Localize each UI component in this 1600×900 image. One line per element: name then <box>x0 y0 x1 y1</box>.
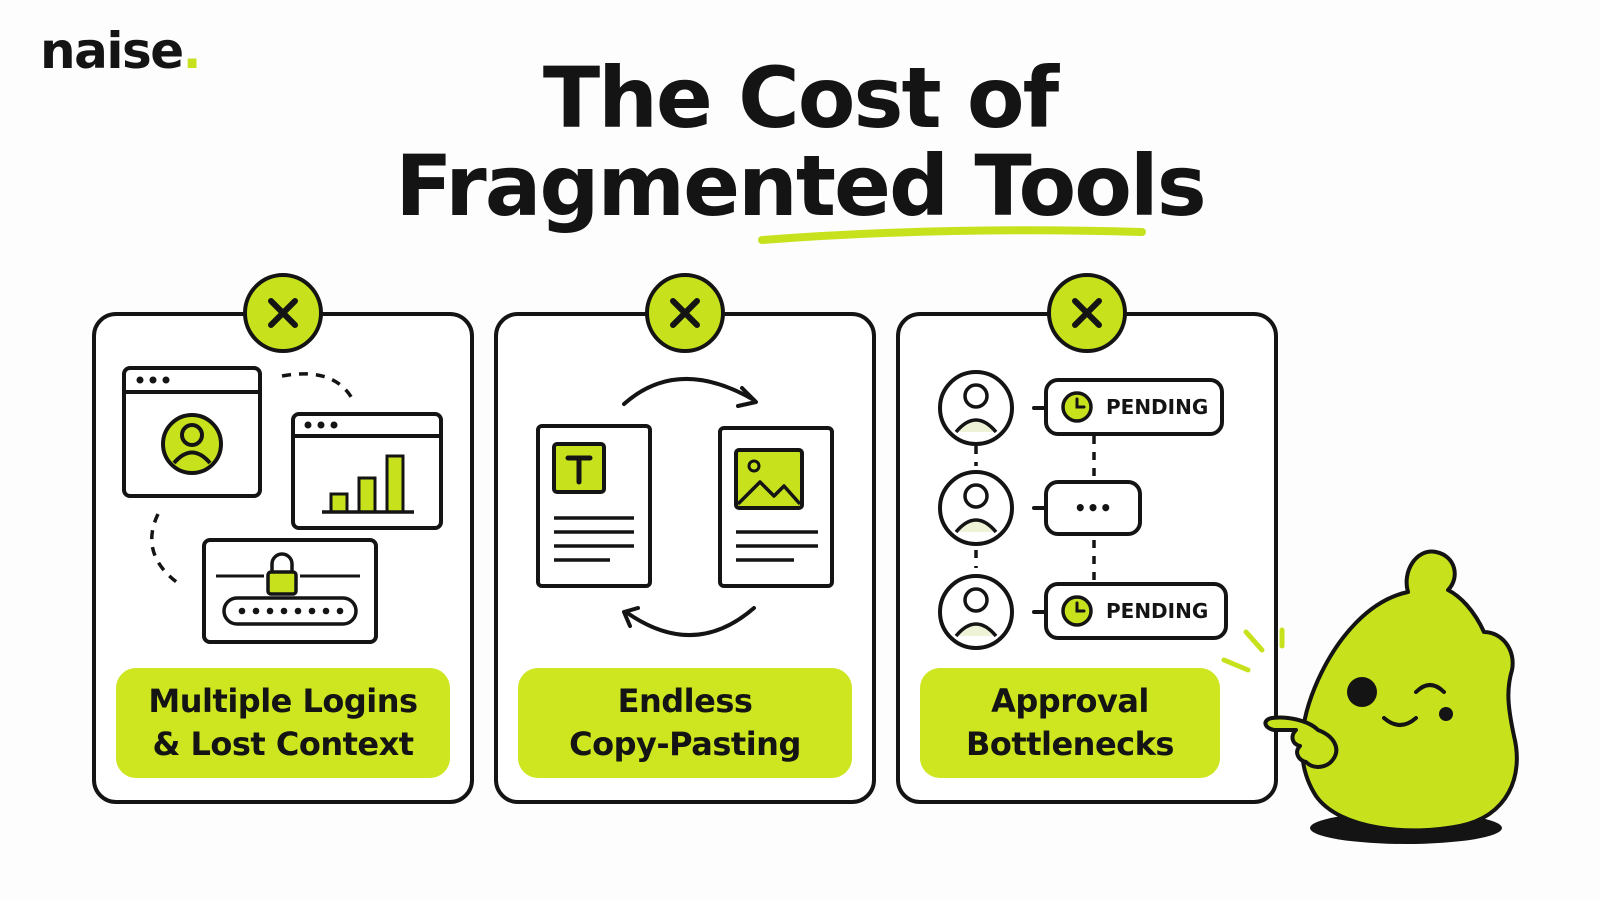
card-caption: Approval Bottlenecks <box>920 668 1220 778</box>
brand-name: naise <box>40 22 184 80</box>
logins-illustration <box>122 366 443 644</box>
approval-illustration: PENDING ••• PENDING <box>938 370 1228 650</box>
caption-line-2: & Lost Context <box>152 725 414 763</box>
x-mark-icon <box>1047 273 1127 353</box>
image-document-icon <box>718 426 834 588</box>
padlock-icon <box>266 552 298 596</box>
clock-icon <box>1061 391 1093 423</box>
user-avatar-icon <box>161 413 223 475</box>
card-caption: Endless Copy-Pasting <box>518 668 852 778</box>
waiting-status-pill: ••• <box>1032 480 1142 536</box>
pending-label: PENDING <box>1106 395 1208 419</box>
card-multiple-logins: Multiple Logins & Lost Context <box>92 273 474 804</box>
copy-paste-illustration <box>536 376 834 638</box>
caption-line-1: Endless <box>617 682 753 720</box>
user-avatar-icon <box>938 470 1014 546</box>
clock-icon <box>1061 595 1093 627</box>
text-document-icon <box>536 424 652 588</box>
user-avatar-icon <box>938 574 1014 650</box>
caption-line-2: Copy-Pasting <box>569 725 801 763</box>
brand-logo: naise. <box>40 26 202 76</box>
approval-connectors <box>974 436 1096 580</box>
bar-chart-icon <box>291 412 443 530</box>
pending-label: PENDING <box>1106 599 1208 623</box>
title-line-2: Fragmented Tools <box>395 137 1206 235</box>
title-underline <box>758 226 1146 244</box>
title-line-1: The Cost of <box>542 49 1059 147</box>
x-mark-icon <box>243 273 323 353</box>
pending-status-pill-bottom: PENDING <box>1032 582 1228 640</box>
caption-line-1: Approval <box>991 682 1149 720</box>
cycle-arrows-icon <box>622 376 758 638</box>
caption-line-2: Bottlenecks <box>966 725 1174 763</box>
waiting-label: ••• <box>1074 496 1112 520</box>
card-caption: Multiple Logins & Lost Context <box>116 668 450 778</box>
caption-line-1: Multiple Logins <box>148 682 418 720</box>
brand-dot: . <box>182 22 202 80</box>
sparkle-lines-icon <box>1221 627 1285 673</box>
user-avatar-icon <box>938 370 1014 446</box>
green-blob-mascot <box>1221 549 1519 844</box>
page-title: The Cost of Fragmented Tools <box>0 54 1600 230</box>
x-mark-icon <box>645 273 725 353</box>
card-copy-pasting: Endless Copy-Pasting <box>494 273 876 804</box>
pending-status-pill-top: PENDING <box>1032 378 1224 436</box>
card-approval-bottlenecks: PENDING ••• PENDING Approval Bottlenecks <box>896 273 1278 804</box>
